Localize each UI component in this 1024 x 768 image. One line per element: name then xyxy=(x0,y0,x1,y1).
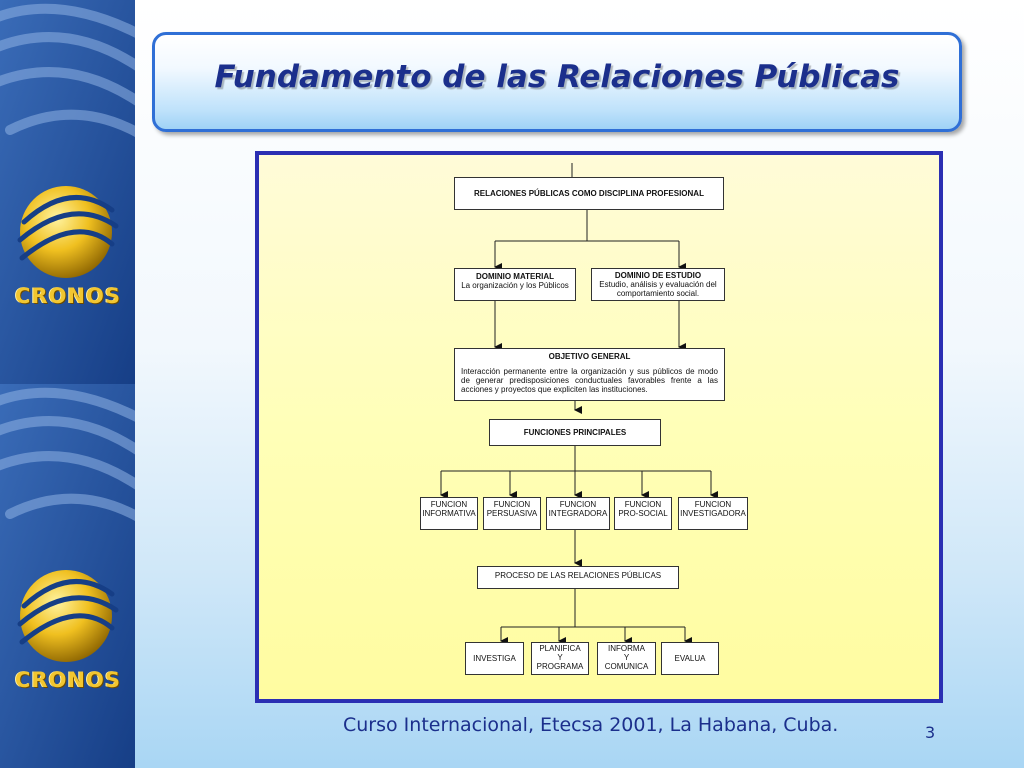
page-number: 3 xyxy=(925,723,936,742)
dominio-estudio-text: Estudio, análisis y evaluación del compo… xyxy=(599,280,717,298)
cronos-logo-mark-2 xyxy=(17,570,119,662)
sidebar-decoration-bottom xyxy=(0,384,135,768)
cronos-logo-mark xyxy=(17,186,119,278)
funcion-integradora-line2: INTEGRADORA xyxy=(548,509,608,518)
cronos-logo-text-2: CRONOS xyxy=(15,668,121,692)
box-paso-investiga: INVESTIGA xyxy=(465,642,524,675)
org-diagram: RELACIONES PÚBLICAS COMO DISCIPLINA PROF… xyxy=(255,151,943,703)
paso-informa-line1: INFORMA xyxy=(608,644,645,653)
funcion-pro-social-line2: PRO-SOCIAL xyxy=(618,509,668,518)
title-banner: Fundamento de las Relaciones Públicas xyxy=(152,32,962,132)
paso-informa-line2: Y xyxy=(623,653,630,662)
sidebar-decoration-top xyxy=(0,0,135,384)
cronos-logo-text: CRONOS xyxy=(15,284,121,308)
box-dominio-estudio: DOMINIO DE ESTUDIO Estudio, análisis y e… xyxy=(591,268,725,301)
paso-investiga-label: INVESTIGA xyxy=(473,654,516,663)
box-proceso: PROCESO DE LAS RELACIONES PÚBLICAS xyxy=(477,566,679,589)
funcion-informativa-line1: FUNCION xyxy=(430,500,468,509)
funcion-investigadora-line1: FUNCION xyxy=(694,500,732,509)
dominio-material-title: DOMINIO MATERIAL xyxy=(475,272,555,281)
paso-informa-line3: COMUNICA xyxy=(604,662,649,671)
box-root-label: RELACIONES PÚBLICAS COMO DISCIPLINA PROF… xyxy=(474,189,704,198)
box-dominio-material: DOMINIO MATERIAL La organización y los P… xyxy=(454,268,576,301)
box-funcion-investigadora: FUNCION INVESTIGADORA xyxy=(678,497,748,530)
funcion-investigadora-line2: INVESTIGADORA xyxy=(680,509,746,518)
funcion-persuasiva-line1: FUNCION xyxy=(493,500,531,509)
box-paso-informa: INFORMA Y COMUNICA xyxy=(597,642,656,675)
dominio-material-text: La organización y los Públicos xyxy=(461,281,569,290)
slide-footer: Curso Internacional, Etecsa 2001, La Hab… xyxy=(343,714,839,736)
funciones-principales-label: FUNCIONES PRINCIPALES xyxy=(523,428,627,437)
paso-planifica-line1: PLANIFICA xyxy=(539,644,581,653)
box-funcion-pro-social: FUNCION PRO-SOCIAL xyxy=(614,497,672,530)
sidebar: CRONOS CRONOS xyxy=(0,0,135,768)
box-objetivo-general: OBJETIVO GENERAL Interacción permanente … xyxy=(454,348,725,401)
diagram-connectors xyxy=(440,163,718,645)
box-paso-planifica: PLANIFICA Y PROGRAMA xyxy=(531,642,589,675)
box-funcion-integradora: FUNCION INTEGRADORA xyxy=(546,497,610,530)
paso-planifica-line2: Y xyxy=(557,653,563,662)
funcion-integradora-line1: FUNCION xyxy=(559,500,597,509)
box-paso-evalua: EVALUA xyxy=(661,642,719,675)
funcion-persuasiva-line2: PERSUASIVA xyxy=(486,509,538,518)
objetivo-text: Interacción permanente entre la organiza… xyxy=(461,367,718,394)
paso-evalua-label: EVALUA xyxy=(674,654,706,663)
funcion-informativa-line2: INFORMATIVA xyxy=(422,509,476,518)
paso-planifica-line3: PROGRAMA xyxy=(536,662,584,671)
proceso-label: PROCESO DE LAS RELACIONES PÚBLICAS xyxy=(494,571,662,580)
box-funcion-informativa: FUNCION INFORMATIVA xyxy=(420,497,478,530)
box-funcion-persuasiva: FUNCION PERSUASIVA xyxy=(483,497,541,530)
slide-title: Fundamento de las Relaciones Públicas xyxy=(214,59,900,95)
dominio-estudio-title: DOMINIO DE ESTUDIO xyxy=(614,271,702,280)
objetivo-title: OBJETIVO GENERAL xyxy=(548,352,631,361)
box-root: RELACIONES PÚBLICAS COMO DISCIPLINA PROF… xyxy=(454,177,724,210)
box-funciones-principales: FUNCIONES PRINCIPALES xyxy=(489,419,661,446)
funcion-pro-social-line1: FUNCION xyxy=(624,500,662,509)
